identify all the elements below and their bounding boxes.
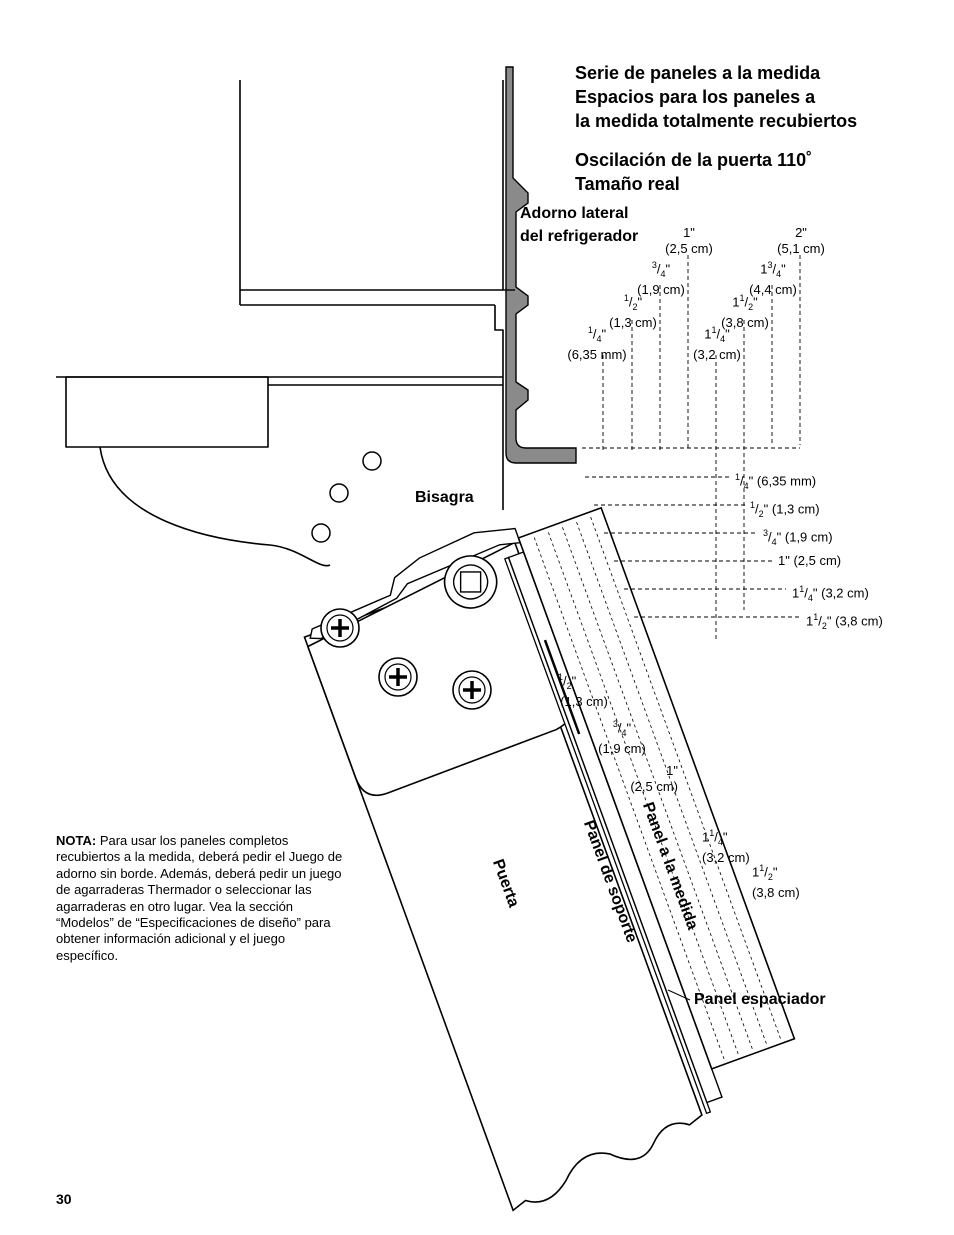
screw <box>452 670 492 710</box>
dimension-guides <box>582 255 801 640</box>
cabinet-block <box>65 376 269 448</box>
dim-top-1-1-4in: 11/4"(3,2 cm) <box>693 325 741 362</box>
dim-right-1-4in: 1/4" (6,35 mm) <box>735 472 817 491</box>
dim-diag-1-1-4in: 11/4"(3,2 cm) <box>702 828 750 865</box>
label-side-trim-1: Adorno lateral <box>520 205 629 222</box>
dim-diag-1-1-2in: 11/2"(3,8 cm) <box>752 863 800 900</box>
title-line-1: Serie de paneles a la medida <box>575 63 821 83</box>
title-line-2: Espacios para los paneles a <box>575 87 816 107</box>
dim-top-1-3-4in: 13/4"(4,4 cm) <box>749 260 797 297</box>
dim-top-1in: 1"(2,5 cm) <box>665 225 713 256</box>
dim-right-1in: 1" (2,5 cm) <box>778 553 842 568</box>
dim-right-3-4in: 3/4" (1,9 cm) <box>763 528 833 547</box>
screw <box>320 608 360 648</box>
dim-top-1-1-2in: 11/2"(3,8 cm) <box>721 293 769 330</box>
label-spacer-panel: Panel espaciador <box>694 991 826 1008</box>
side-trim <box>505 66 577 464</box>
label-hinge: Bisagra <box>415 489 474 506</box>
dim-top-2in: 2"(5,1 cm) <box>777 225 825 256</box>
spacer-panel <box>503 556 712 1115</box>
dim-top-3-4in: 3/4"(1,9 cm) <box>637 260 685 297</box>
dim-right-1-1-4in: 11/4" (3,2 cm) <box>792 584 869 603</box>
title-line-5: Tamaño real <box>575 174 680 194</box>
dim-diag-1in: 1"(2,5 cm) <box>630 763 678 794</box>
custom-panel <box>517 506 796 1070</box>
screw <box>378 657 418 697</box>
hinge-hole <box>362 451 382 471</box>
dim-diag-1-2in: 1/2"(1,3 cm) <box>558 672 608 709</box>
door-assembly <box>303 506 796 1212</box>
title-line-3: la medida totalmente recubiertos <box>575 111 858 131</box>
title-line-4: Oscilación de la puerta 110˚ <box>575 150 813 170</box>
pivot-square <box>459 571 482 593</box>
page-number: 30 <box>56 1191 72 1207</box>
hinge-hole <box>329 483 349 503</box>
dim-diag-3-4in: 3/4"(1,9 cm) <box>598 719 646 756</box>
cabinet-step <box>494 305 504 375</box>
dim-top-1-2in: 1/2"(1,3 cm) <box>609 293 657 330</box>
dim-right-1-2in: 1/2" (1,3 cm) <box>750 500 820 519</box>
label-side-trim-2: del refrigerador <box>520 228 639 245</box>
note-text: NOTA: Para usar los paneles completos re… <box>56 833 343 963</box>
hinge-plate-curve <box>99 446 331 567</box>
dim-right-1-1-2in: 11/2" (3,8 cm) <box>806 612 883 631</box>
dim-top-1-4in: 1/4"(6,35 mm) <box>567 325 627 362</box>
hinge-hole <box>311 523 331 543</box>
